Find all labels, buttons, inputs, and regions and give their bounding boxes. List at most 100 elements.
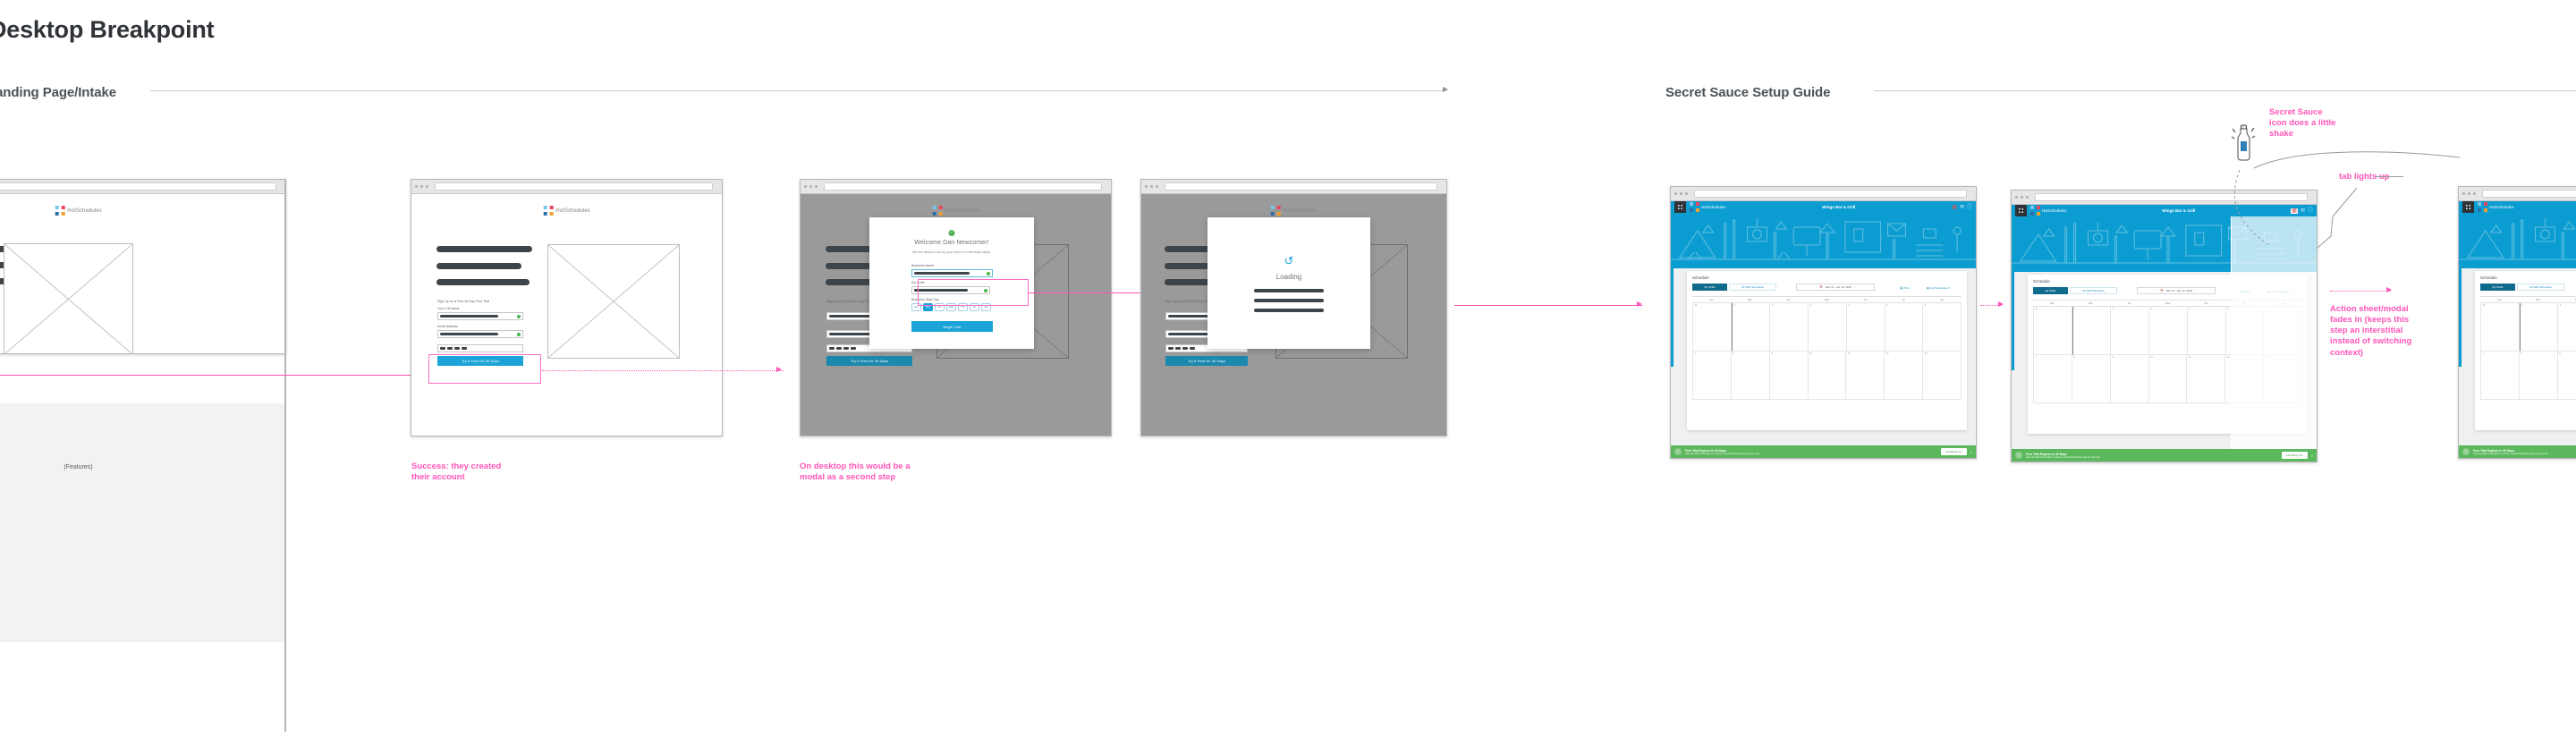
calendar-day-cell[interactable]: 5: [1885, 303, 1924, 352]
calendar-day-cell[interactable]: 2: [2111, 307, 2150, 355]
weekday-header: Wed: [1808, 297, 1846, 303]
password-input[interactable]: [437, 344, 523, 352]
wireframe-landing-initial: HotSchedules Sign Up for a Free 30-Day F…: [0, 179, 286, 354]
tab-my-shifts[interactable]: My Shifts: [1692, 284, 1727, 291]
tab-all-staff-schedules[interactable]: All Staff Schedules: [2517, 284, 2564, 291]
trial-banner-subtitle: Add your billing information to continue…: [2026, 455, 2101, 459]
calendar-day-cell[interactable]: 11: [1846, 352, 1885, 400]
calendar-day-cell[interactable]: 1: [1731, 303, 1771, 352]
cta-try-free-button[interactable]: Try it Free for 30 Days: [1165, 356, 1248, 366]
pill-thu[interactable]: Thu: [958, 303, 968, 311]
pill-tue[interactable]: Tue: [935, 303, 945, 311]
calendar-day-cell[interactable]: 31: [1692, 303, 1732, 352]
messages-icon[interactable]: ✉: [2300, 208, 2305, 214]
skeleton-bar: [1254, 289, 1324, 292]
calendar-day-cell[interactable]: 4: [2187, 307, 2226, 355]
calendar-day-cell[interactable]: 8: [2519, 352, 2558, 400]
add-billing-button[interactable]: Add Billing Info: [1940, 448, 1967, 455]
app-menu-grid-icon[interactable]: [1674, 201, 1686, 213]
brand-logo: HotSchedules: [543, 206, 590, 216]
zip-input[interactable]: [911, 286, 990, 294]
tab-my-shifts[interactable]: My Shifts: [2033, 287, 2068, 294]
close-icon[interactable]: ×: [1970, 449, 1972, 454]
tab-all-staff-schedules[interactable]: All Staff Schedules: [2070, 287, 2117, 294]
business-name-input[interactable]: [911, 269, 993, 277]
calendar-day-cell[interactable]: 10: [1808, 352, 1847, 400]
add-billing-button[interactable]: Add Billing Info: [2281, 452, 2308, 459]
calendar-day-cell[interactable]: 9: [2110, 355, 2149, 403]
messages-icon[interactable]: ✉: [1959, 204, 1964, 210]
pill-sat[interactable]: Sat: [981, 303, 991, 311]
date-range-nav[interactable]: ‹ 📅 Mar 31 - Apr 13, 2019 ›: [1796, 284, 1875, 291]
calendar-day-cell[interactable]: 12: [1885, 352, 1924, 400]
success-check-icon: ✓: [948, 230, 955, 236]
calendar-day-cell[interactable]: 31: [2033, 307, 2072, 355]
app-menu-grid-icon[interactable]: [2462, 201, 2474, 213]
begin-trial-button[interactable]: Begin Trial: [911, 321, 993, 332]
calendar-day-cell[interactable]: 9: [2557, 352, 2576, 400]
calendar-day-cell[interactable]: 13: [1923, 352, 1962, 400]
prev-arrow-icon[interactable]: ‹: [1816, 285, 1818, 289]
calendar-day-cell[interactable]: 11: [2187, 355, 2226, 403]
secret-sauce-icon[interactable]: ▦: [1952, 204, 1957, 210]
hotschedules-mark-icon: [1270, 206, 1281, 216]
email-input[interactable]: [437, 330, 523, 338]
calendar-day-cell[interactable]: 2: [1770, 303, 1809, 352]
calendar-day-cell[interactable]: 9: [1769, 352, 1809, 400]
window-dot: [2473, 192, 2476, 195]
calendar-day-cell[interactable]: 7: [2033, 355, 2072, 403]
date-range-nav[interactable]: ‹ 📅 Mar 31 - Apr 13, 2019 ›: [2137, 287, 2216, 294]
pill-fri[interactable]: Fri: [970, 303, 979, 311]
address-bar[interactable]: [1165, 182, 1437, 191]
calendar-day-cell[interactable]: 10: [2148, 355, 2188, 403]
print-link[interactable]: 🖨 Print: [1900, 286, 1910, 290]
store-title[interactable]: Wings Bar & Grill: [2162, 208, 2196, 213]
secret-sauce-drawer[interactable]: [2231, 216, 2317, 462]
calendar-week-row: 31 1 2 3 4 5 6: [2480, 303, 2576, 352]
address-bar[interactable]: [1694, 190, 1967, 198]
cta-try-free-button[interactable]: Try it Free for 30 Days: [437, 356, 523, 366]
address-bar[interactable]: [435, 182, 713, 191]
welcome-modal: ✓ Welcome Dan Newcomer! We are about to …: [869, 217, 1034, 349]
pill-sun[interactable]: Sun: [911, 303, 921, 311]
calendar-day-cell[interactable]: 7: [2480, 352, 2520, 400]
full-schedule-link[interactable]: ▦ Full Schedules ▾: [1927, 286, 1950, 290]
calendar-day-cell[interactable]: 31: [2480, 303, 2520, 352]
address-bar[interactable]: [824, 182, 1102, 191]
store-title[interactable]: Wings Bar & Grill: [1822, 205, 1856, 209]
help-icon[interactable]: ⓘ: [1966, 204, 1972, 210]
address-bar[interactable]: [2482, 190, 2576, 198]
next-arrow-icon[interactable]: ›: [2194, 289, 2196, 292]
address-bar[interactable]: [0, 182, 276, 191]
calendar-day-cell[interactable]: 7: [1692, 352, 1732, 400]
wireframe-landing-success: HotSchedules Sign Up for a Free 30-Day F…: [411, 179, 723, 436]
secret-sauce-icon[interactable]: ▦: [2291, 208, 2298, 214]
window-dot: [1674, 192, 1677, 195]
calendar-day-cell[interactable]: 3: [2149, 307, 2188, 355]
calendar-day-cell[interactable]: 6: [1923, 303, 1962, 352]
calendar-day-cell[interactable]: 1: [2072, 307, 2112, 355]
calendar-day-cell[interactable]: 4: [1846, 303, 1885, 352]
app-screen-secret-sauce-open: HotSchedules Wings Bar & Grill ▦ ✉ ⓘ: [2011, 190, 2318, 462]
calendar-day-cell[interactable]: 1: [2519, 303, 2559, 352]
help-icon[interactable]: ⓘ: [2307, 208, 2313, 214]
next-arrow-icon[interactable]: ›: [1853, 285, 1855, 289]
close-icon[interactable]: ×: [2310, 453, 2313, 458]
start-day-pills[interactable]: Sun Mon Tue Wed Thu Fri Sat: [911, 303, 991, 311]
app-menu-grid-icon[interactable]: [2015, 205, 2027, 216]
calendar-day-cell[interactable]: 2: [2558, 303, 2576, 352]
pill-wed[interactable]: Wed: [946, 303, 956, 311]
cta-try-free-button[interactable]: Try it Free for 30 Days: [826, 356, 912, 366]
field-label-email: Email Address: [437, 325, 458, 328]
calendar-day-cell[interactable]: 3: [1809, 303, 1847, 352]
address-bar[interactable]: [2035, 193, 2308, 201]
loading-modal: ↺ Loading: [1208, 217, 1370, 349]
tab-my-shifts[interactable]: My Shifts: [2480, 284, 2515, 291]
calendar-day-cell[interactable]: 8: [1731, 352, 1770, 400]
name-input[interactable]: [437, 312, 523, 320]
features-section: (Features): [0, 403, 286, 642]
hotschedules-mark-icon: [1690, 202, 1699, 212]
pill-mon[interactable]: Mon: [923, 303, 933, 311]
calendar-day-cell[interactable]: 8: [2072, 355, 2111, 403]
tab-all-staff-schedules[interactable]: All Staff Schedules: [1729, 284, 1776, 291]
